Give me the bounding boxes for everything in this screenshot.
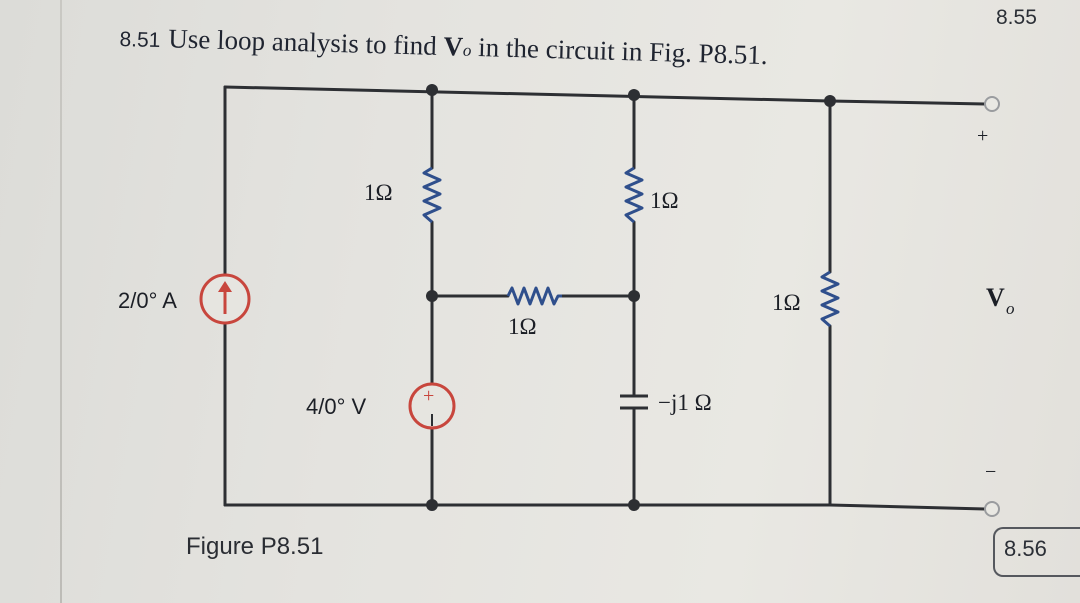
voltage-source: [408, 382, 456, 430]
output-minus: −: [985, 461, 996, 483]
resistor-r3: [506, 286, 562, 306]
wire-top: [223, 85, 832, 103]
current-source: [199, 273, 251, 325]
resistor-r2: [624, 166, 644, 224]
junction-dots: [426, 84, 836, 511]
side-tag-box: [993, 527, 1080, 577]
output-label-sub: o: [1006, 299, 1015, 318]
output-label: V: [986, 283, 1005, 312]
label-r2: 1Ω: [650, 188, 679, 213]
side-tag-bottom: 8.56: [1004, 536, 1047, 561]
resistor-r4: [820, 270, 840, 328]
figure-caption: Figure P8.51: [186, 533, 324, 560]
voltage-source-plus: +: [423, 385, 434, 407]
resistor-r1: [422, 166, 442, 224]
label-r1: 1Ω: [364, 180, 393, 205]
wire-out-bottom: [828, 503, 987, 511]
label-r4: 1Ω: [772, 290, 801, 315]
terminal-bottom: [984, 501, 1000, 517]
capacitor: [620, 394, 648, 410]
label-capacitor: −j1 Ω: [658, 390, 712, 415]
page-edge: [60, 0, 62, 603]
label-current-source: 2/0° A: [118, 288, 177, 313]
wire-out-top: [828, 99, 987, 106]
label-r3: 1Ω: [508, 314, 537, 339]
side-tag-top: 8.55: [996, 6, 1037, 29]
terminal-top: [984, 96, 1000, 112]
output-plus: +: [977, 125, 988, 147]
label-voltage-source: 4/0° V: [306, 394, 366, 419]
